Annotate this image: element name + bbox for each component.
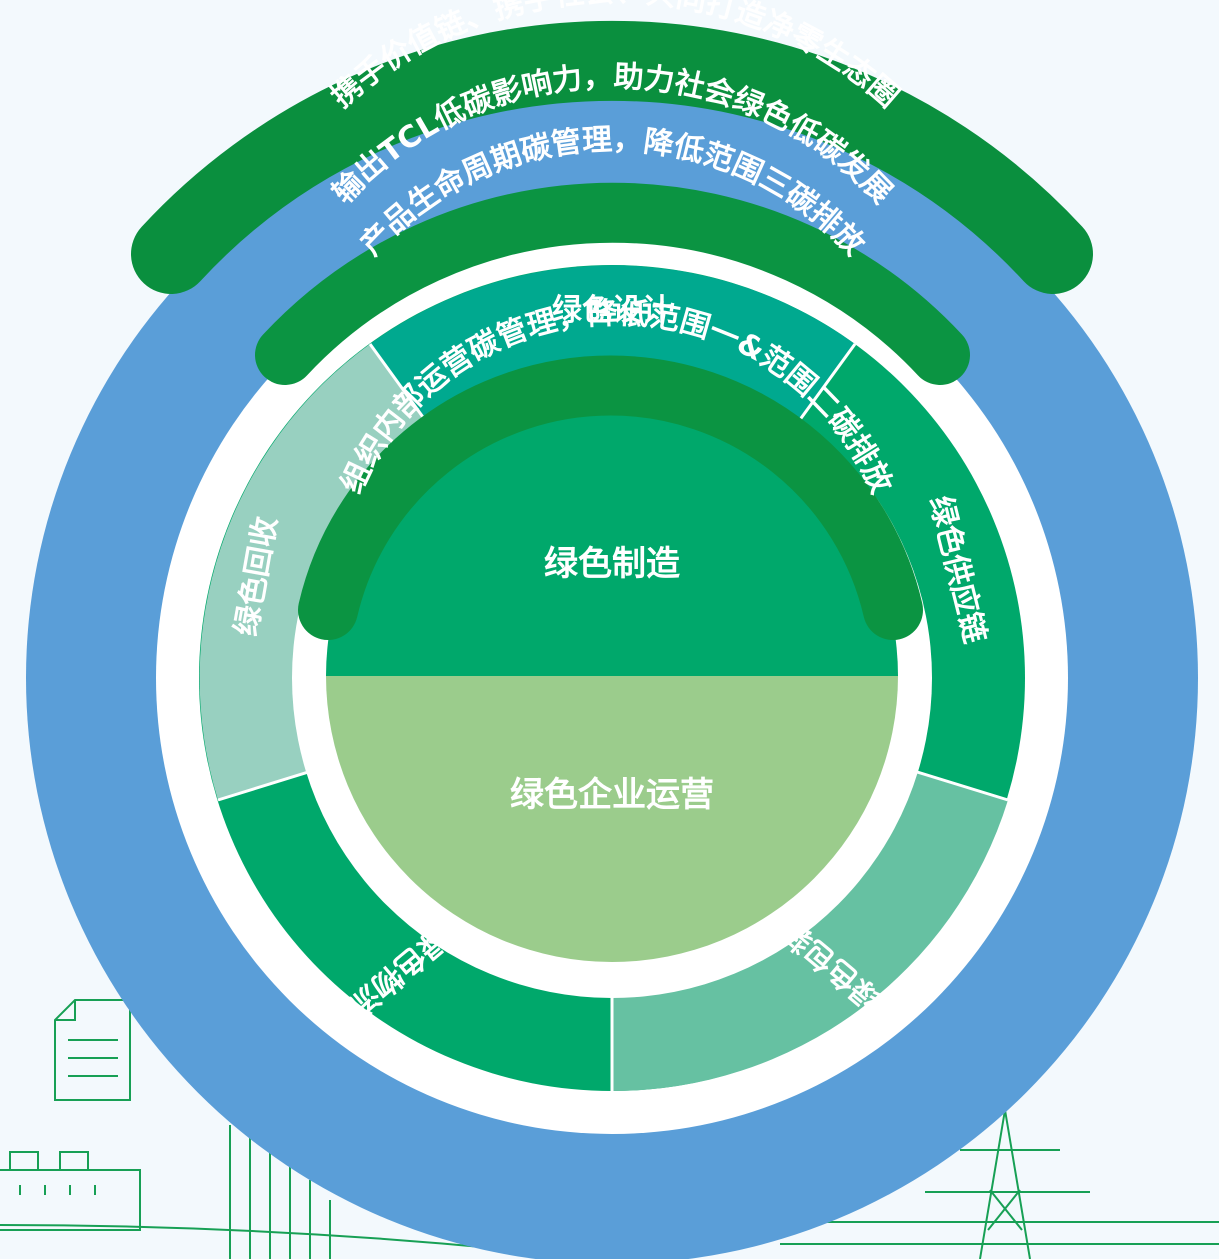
center-enterprise-label: 绿色企业运营 bbox=[510, 775, 714, 815]
segment-design-label: 绿色设计 bbox=[552, 293, 672, 328]
center-bottom bbox=[326, 676, 898, 962]
lifecycle-band bbox=[255, 182, 970, 385]
document-icon bbox=[54, 999, 131, 1101]
center-top bbox=[326, 390, 898, 676]
operations-band bbox=[298, 355, 923, 640]
ecosystem-band bbox=[131, 20, 1093, 294]
center-manufacturing-label: 绿色制造 bbox=[544, 544, 680, 584]
